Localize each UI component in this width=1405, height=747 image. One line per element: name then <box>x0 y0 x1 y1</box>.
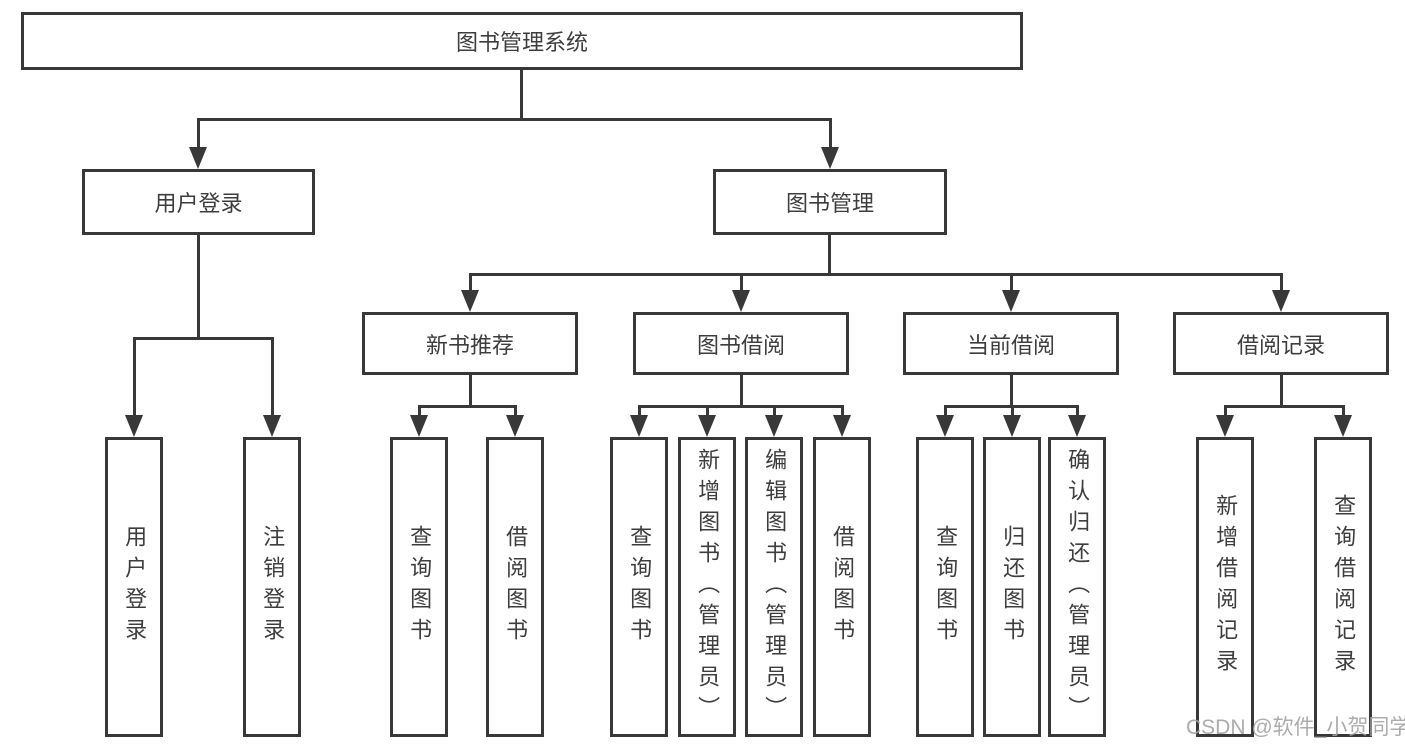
connector-line <box>1011 405 1014 421</box>
connector-line <box>706 405 709 421</box>
node-current-borrowing: 当前借阅 <box>903 312 1119 375</box>
arrow-down-icon <box>732 290 750 312</box>
connector-line <box>828 234 831 276</box>
connector-line <box>469 375 472 408</box>
leaf-label: 查询借阅记录 <box>1331 494 1357 680</box>
leaf-label: 用户登录 <box>122 525 148 649</box>
connector-line <box>469 273 1283 276</box>
connector-line <box>1342 405 1345 421</box>
connector-line <box>520 68 523 120</box>
leaf-return-books: 归还图书 <box>983 437 1041 737</box>
connector-line <box>773 405 776 421</box>
arrow-down-icon <box>1002 290 1020 312</box>
leaf-label: 新增借阅记录 <box>1213 494 1239 680</box>
arrow-down-icon <box>1003 415 1021 437</box>
connector-line <box>944 405 947 421</box>
connector-line <box>418 405 517 408</box>
leaf-label: 查询图书 <box>933 525 959 649</box>
arrow-down-icon <box>1272 290 1290 312</box>
leaf-query-books-2: 查询图书 <box>610 437 668 737</box>
connector-line <box>740 273 743 293</box>
connector-line <box>1010 273 1013 293</box>
connector-line <box>133 337 274 340</box>
arrow-down-icon <box>936 415 954 437</box>
arrow-down-icon <box>461 290 479 312</box>
arrow-down-icon <box>263 415 281 437</box>
connector-line <box>514 405 517 421</box>
leaf-query-borrow-record: 查询借阅记录 <box>1314 437 1372 737</box>
connector-line <box>469 273 472 293</box>
connector-line <box>1010 375 1013 408</box>
leaf-edit-books-admin: 编辑图书（管理员） <box>745 437 803 737</box>
leaf-borrow-books-1: 借阅图书 <box>486 437 544 737</box>
arrow-down-icon <box>1216 415 1234 437</box>
connector-line <box>197 118 831 121</box>
leaf-label: 注销登录 <box>260 525 286 649</box>
arrow-down-icon <box>1334 415 1352 437</box>
leaf-label: 编辑图书（管理员） <box>762 447 788 727</box>
connector-line <box>841 405 844 421</box>
arrow-down-icon <box>125 415 143 437</box>
arrow-down-icon <box>698 415 716 437</box>
connector-line <box>197 118 200 150</box>
leaf-user-login: 用户登录 <box>105 437 163 737</box>
leaf-label: 归还图书 <box>1000 525 1026 649</box>
connector-line <box>1224 405 1345 408</box>
leaf-add-books-admin: 新增图书（管理员） <box>678 437 736 737</box>
arrow-down-icon <box>630 415 648 437</box>
connector-line <box>271 337 274 421</box>
node-borrowing-records: 借阅记录 <box>1173 312 1389 375</box>
connector-line <box>829 118 832 150</box>
leaf-label: 查询图书 <box>627 525 653 649</box>
connector-line <box>133 337 136 421</box>
node-user-login: 用户登录 <box>82 169 315 235</box>
leaf-label: 借阅图书 <box>503 525 529 649</box>
connector-line <box>1280 375 1283 408</box>
connector-line <box>740 375 743 408</box>
node-book-management: 图书管理 <box>713 169 947 235</box>
node-book-borrowing: 图书借阅 <box>633 312 849 375</box>
arrow-down-icon <box>410 415 428 437</box>
leaf-add-borrow-record: 新增借阅记录 <box>1196 437 1254 737</box>
leaf-label: 借阅图书 <box>830 525 856 649</box>
leaf-label: 确认归还（管理员） <box>1065 447 1091 727</box>
connector-line <box>1280 273 1283 293</box>
node-library-management-system: 图书管理系统 <box>21 12 1023 70</box>
connector-line <box>197 234 200 340</box>
watermark-text: CSDN @软件_小贺同学 <box>1186 716 1405 739</box>
connector-line <box>1224 405 1227 421</box>
connector-line <box>638 405 641 421</box>
node-new-book-recommend: 新书推荐 <box>362 312 578 375</box>
connector-line <box>418 405 421 421</box>
leaf-label: 新增图书（管理员） <box>695 447 721 727</box>
connector-line <box>638 405 844 408</box>
leaf-confirm-return-admin: 确认归还（管理员） <box>1048 437 1106 737</box>
arrow-down-icon <box>1068 415 1086 437</box>
leaf-borrow-books-2: 借阅图书 <box>813 437 871 737</box>
connector-line <box>1076 405 1079 421</box>
arrow-down-icon <box>821 147 839 169</box>
leaf-label: 查询图书 <box>407 525 433 649</box>
leaf-logout: 注销登录 <box>243 437 301 737</box>
arrow-down-icon <box>833 415 851 437</box>
arrow-down-icon <box>189 147 207 169</box>
arrow-down-icon <box>506 415 524 437</box>
leaf-query-books-3: 查询图书 <box>916 437 974 737</box>
arrow-down-icon <box>765 415 783 437</box>
leaf-query-books-1: 查询图书 <box>390 437 448 737</box>
